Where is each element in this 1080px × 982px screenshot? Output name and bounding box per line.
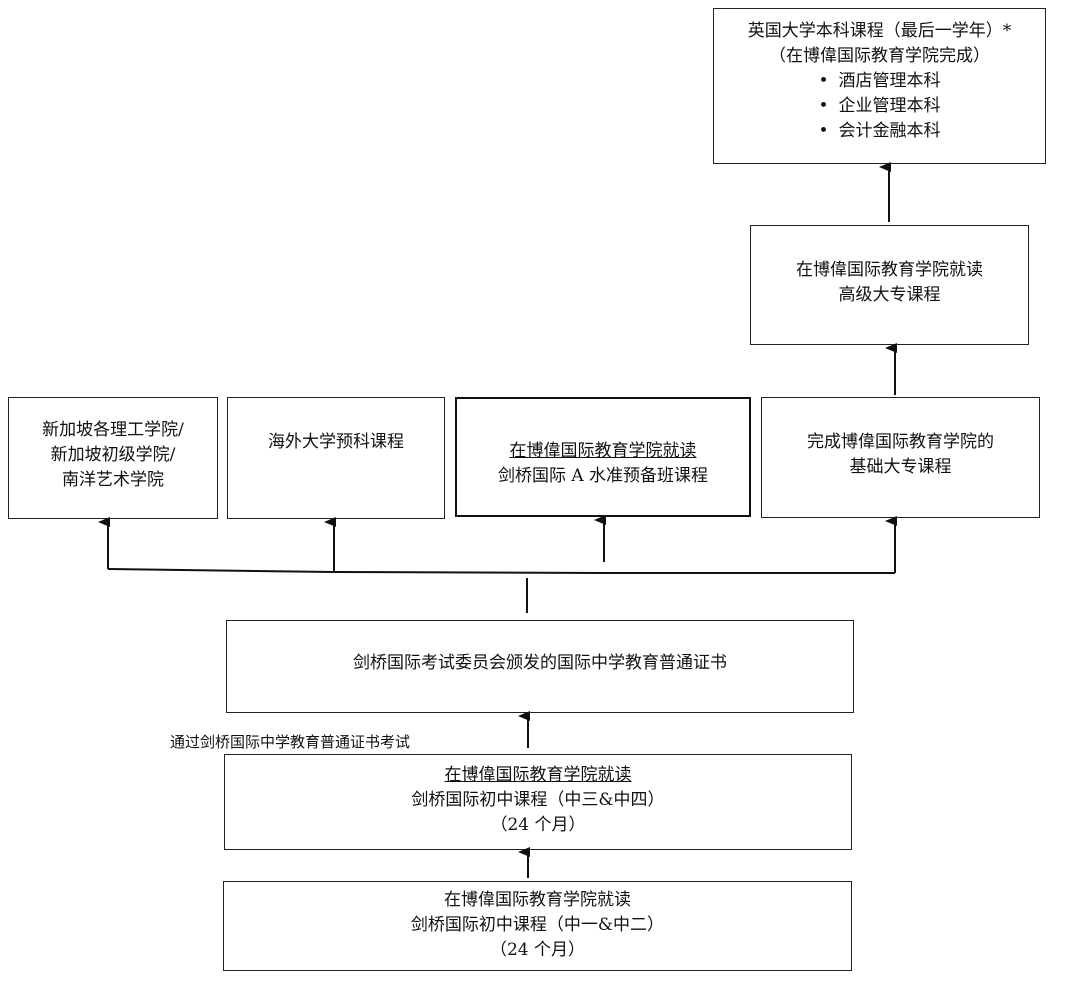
foundation-diploma-line1: 完成博偉国际教育学院的 bbox=[807, 432, 994, 452]
igcse-cert-box: 剑桥国际考试委员会颁发的国际中学教育普通证书 bbox=[226, 620, 854, 713]
igcse-course-line1: 在博偉国际教育学院就读 bbox=[444, 765, 632, 785]
lower-secondary-line1: 在博偉国际教育学院就读 bbox=[444, 890, 631, 910]
lower-secondary-box: 在博偉国际教育学院就读 剑桥国际初中课程（中一&中二） （24 个月） bbox=[223, 881, 852, 971]
uk-degree-title: 英国大学本科课程（最后一学年）* bbox=[747, 21, 1012, 41]
foundation-diploma-box: 完成博偉国际教育学院的 基础大专课程 bbox=[761, 397, 1040, 518]
polytechnic-line3: 南洋艺术学院 bbox=[62, 470, 164, 490]
igcse-course-line3: （24 个月） bbox=[490, 815, 586, 835]
igcse-course-line2: 剑桥国际初中课程（中三&中四） bbox=[411, 790, 665, 810]
list-item: •酒店管理本科 bbox=[818, 71, 941, 91]
advanced-diploma-line1: 在博偉国际教育学院就读 bbox=[796, 260, 983, 280]
advanced-diploma-line2: 高级大专课程 bbox=[838, 285, 941, 305]
uk-degree-list: •酒店管理本科 •企业管理本科 •会计金融本科 bbox=[714, 69, 1045, 144]
igcse-course-box: 在博偉国际教育学院就读 剑桥国际初中课程（中三&中四） （24 个月） bbox=[224, 754, 852, 850]
overseas-foundation-line1: 海外大学预科课程 bbox=[268, 432, 404, 452]
lower-secondary-line2: 剑桥国际初中课程（中一&中二） bbox=[410, 915, 665, 935]
a-level-line1: 在博偉国际教育学院就读 bbox=[509, 441, 697, 461]
foundation-diploma-line2: 基础大专课程 bbox=[849, 457, 952, 477]
polytechnic-box: 新加坡各理工学院/ 新加坡初级学院/ 南洋艺术学院 bbox=[8, 397, 218, 519]
list-item: •企业管理本科 bbox=[818, 96, 941, 116]
list-item: •会计金融本科 bbox=[818, 121, 941, 141]
a-level-line2: 剑桥国际 A 水准预备班课程 bbox=[497, 466, 709, 486]
a-level-box: 在博偉国际教育学院就读 剑桥国际 A 水准预备班课程 bbox=[455, 397, 751, 517]
exam-note: 通过剑桥国际中学教育普通证书考试 bbox=[170, 733, 411, 751]
overseas-foundation-box: 海外大学预科课程 bbox=[227, 397, 445, 519]
branch-line bbox=[107, 568, 895, 574]
polytechnic-line1: 新加坡各理工学院/ bbox=[42, 420, 184, 440]
lower-secondary-line3: （24 个月） bbox=[489, 940, 586, 960]
igcse-cert-line1: 剑桥国际考试委员会颁发的国际中学教育普通证书 bbox=[353, 653, 727, 673]
uk-degree-box: 英国大学本科课程（最后一学年）* （在博偉国际教育学院完成） •酒店管理本科 •… bbox=[713, 8, 1046, 164]
uk-degree-subtitle: （在博偉国际教育学院完成） bbox=[769, 46, 990, 66]
polytechnic-line2: 新加坡初级学院/ bbox=[50, 445, 176, 465]
